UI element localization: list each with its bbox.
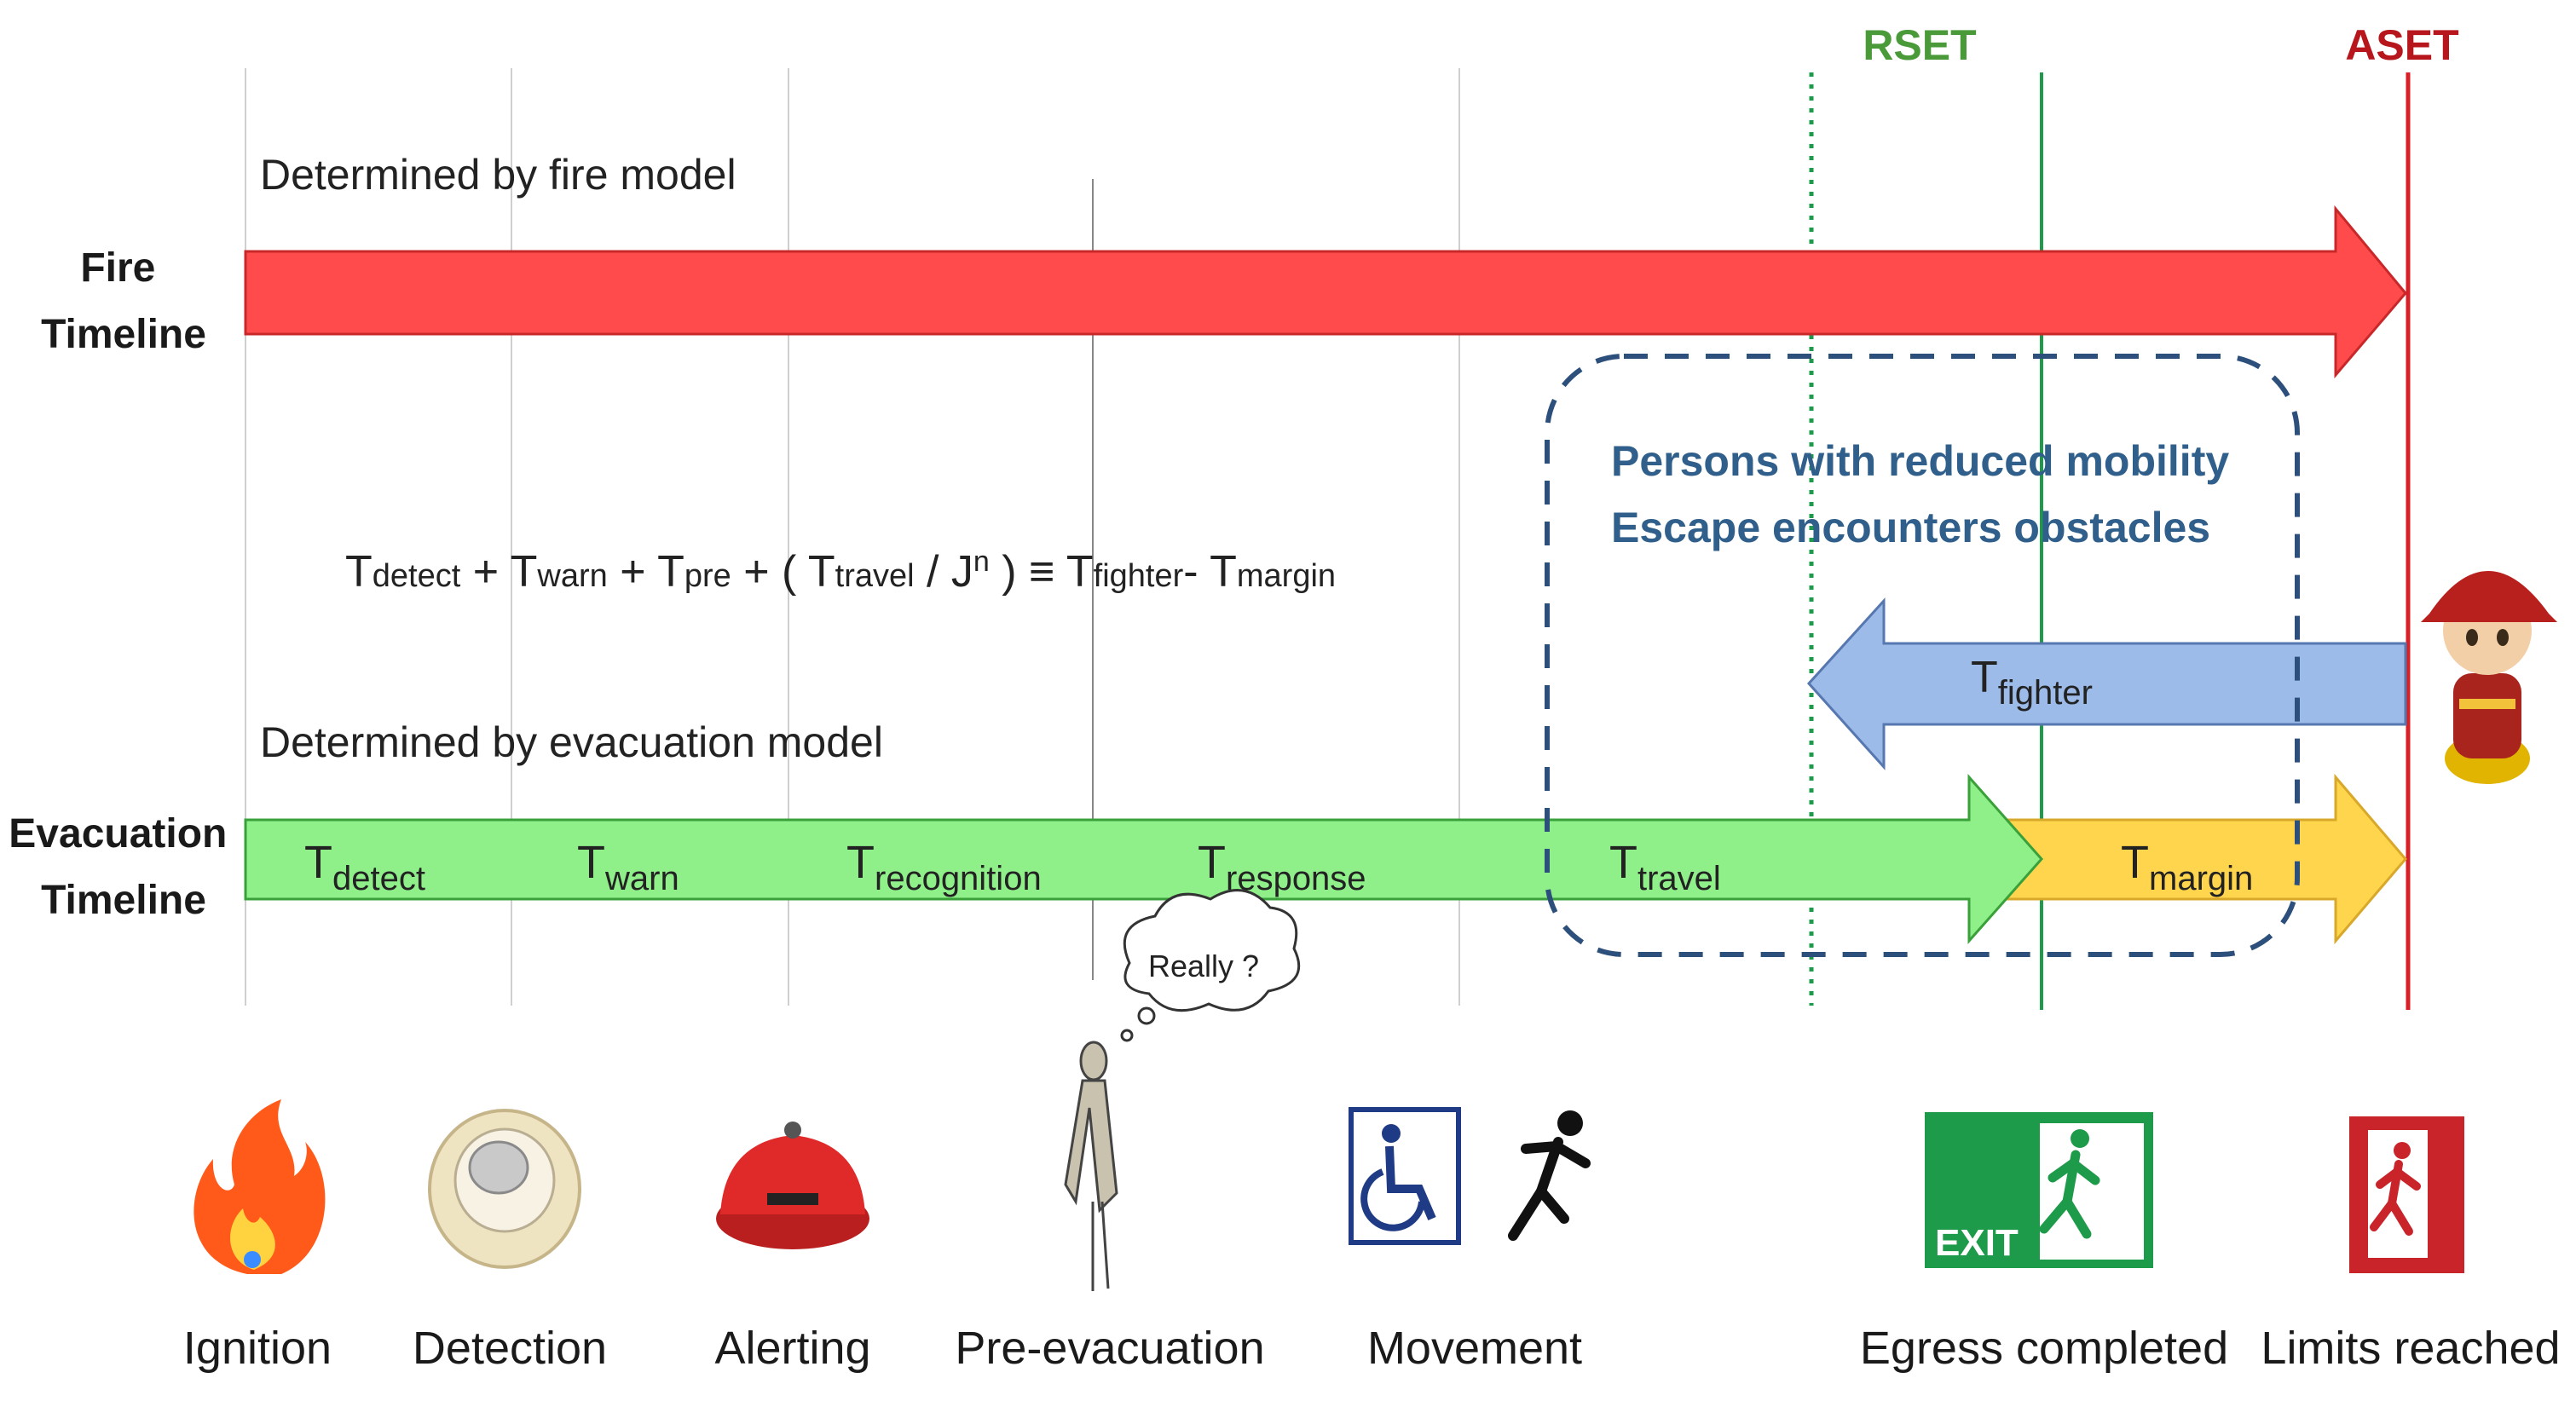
eq-sub: fighter (1094, 558, 1184, 594)
eq-op: / J (915, 547, 973, 597)
fighter-arrow-label: Tfighter (1971, 653, 2093, 712)
thinking-person-icon (1064, 1041, 1118, 1291)
seg-sub: travel (1637, 860, 1721, 897)
stage-label-limits-reached: Limits reached (2261, 1323, 2560, 1374)
stage-label-detection: Detection (413, 1323, 607, 1374)
eq-t: T (657, 547, 684, 597)
red-exit-sign-icon (2349, 1116, 2464, 1273)
evac-label-line1: Evacuation (9, 811, 227, 856)
alarm-bell-icon (716, 1122, 869, 1249)
margin-arrow (1993, 773, 2407, 945)
running-person-icon (1508, 1110, 1591, 1241)
evacuation-timeline-label: Evacuation Timeline (9, 811, 238, 923)
evacuation-timeline-caption: Determined by evacuation model (260, 718, 883, 766)
fighter-sub: fighter (1998, 674, 2093, 712)
stage-labels: Ignition Detection Alerting Pre-evacuati… (183, 1323, 2561, 1374)
seg-t: T (577, 837, 605, 888)
wheelchair-and-runner-icon (1349, 1107, 1591, 1245)
seg-sub: warn (604, 860, 679, 897)
eq-t: T (808, 547, 835, 597)
timing-equation: Tdetect + Twarn + Tpre + ( Ttravel / Jn … (345, 545, 1336, 597)
eq-t: T (345, 547, 373, 597)
eq-t: T (1210, 547, 1237, 597)
eq-sup: n (973, 545, 990, 578)
eq-op: ) ≡ (990, 547, 1066, 597)
eq-t: T (511, 547, 538, 597)
reduced-mobility-box (1545, 354, 2300, 957)
aset-label: ASET (2345, 21, 2458, 69)
seg-t: T (2121, 837, 2149, 888)
eq-sub: travel (835, 558, 915, 594)
eq-sub: detect (373, 558, 461, 594)
seg-sub: detect (332, 860, 425, 897)
seg-t: T (304, 837, 332, 888)
stage-label-egress-completed: Egress completed (1860, 1323, 2228, 1374)
fire-timeline-caption: Determined by fire model (260, 151, 736, 199)
fighter-t: T (1971, 653, 1998, 702)
seg-t: T (1609, 837, 1637, 888)
stage-label-alerting: Alerting (714, 1323, 870, 1374)
fire-label-line2: Timeline (41, 312, 206, 357)
eq-op: + (460, 547, 510, 597)
stage-label-pre-evacuation: Pre-evacuation (955, 1323, 1264, 1374)
fire-timeline-label: Fire Timeline (41, 245, 206, 357)
exit-sign-text: EXIT (1935, 1222, 2019, 1264)
seg-sub: recognition (875, 860, 1042, 897)
reduced-mobility-text: Persons with reduced mobility (1611, 437, 2229, 485)
thought-bubble-text: Really ? (1148, 949, 1259, 983)
fire-icon (193, 1099, 326, 1274)
eq-op: - (1183, 547, 1210, 597)
eq-op: + ( (731, 547, 808, 597)
seg-t: T (846, 837, 875, 888)
stage-label-ignition: Ignition (183, 1323, 332, 1374)
segment-response: Tresponse (1198, 837, 1366, 897)
smoke-detector-icon (428, 1109, 581, 1269)
stage-label-movement: Movement (1367, 1323, 1582, 1374)
eq-sub: warn (536, 558, 607, 594)
seg-t: T (1198, 837, 1226, 888)
rset-label: RSET (1863, 21, 1976, 69)
segment-margin: Tmargin (2121, 837, 2253, 897)
thought-bubble: Really ? (1120, 889, 1301, 1042)
evacuation-segment-labels: Tdetect Twarn Trecognition Tresponse Ttr… (304, 837, 2253, 897)
evac-label-line2: Timeline (41, 878, 206, 923)
obstacles-text: Escape encounters obstacles (1611, 504, 2210, 551)
fighter-arrow (1806, 597, 2407, 770)
exit-sign-icon: EXIT (1925, 1112, 2153, 1268)
seg-sub: margin (2149, 860, 2253, 897)
firefighter-mascot-icon (2421, 571, 2557, 784)
segment-travel: Ttravel (1609, 837, 1721, 897)
eq-sub: pre (684, 558, 731, 594)
fire-timeline-arrow (244, 205, 2407, 379)
fire-label-line1: Fire (80, 245, 155, 291)
segment-recognition: Trecognition (846, 837, 1042, 897)
segment-warn: Twarn (577, 837, 679, 897)
eq-t: T (1066, 547, 1094, 597)
eq-sub: margin (1237, 558, 1336, 594)
evacuation-timeline-arrow (244, 774, 2044, 944)
segment-detect: Tdetect (304, 837, 425, 897)
eq-op: + (608, 547, 657, 597)
